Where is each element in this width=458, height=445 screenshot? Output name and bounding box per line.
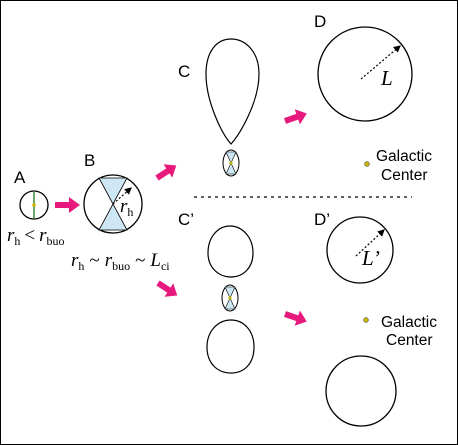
sim-symbol: ~ [135,250,145,271]
label-d-prime: D’ [314,210,330,229]
arrow-b-to-c-prime [156,280,178,297]
arrow-c-prime-to-d-prime [284,310,307,326]
bubble-d-prime-upper [326,216,394,284]
bubble-d [317,26,413,122]
symbol-l: L [149,250,161,271]
svg-text:rh<rbuo: rh<rbuo [7,225,65,248]
subscript-buo: buo [47,234,65,248]
bubble-d-prime-lower [325,355,397,427]
bubble-a [19,190,49,220]
galactic-center-label-line1: Galactic [376,148,432,165]
galactic-center-label-line1: Galactic [381,314,437,331]
label-d: D [314,12,326,31]
arrow-c-to-d [284,109,307,125]
condition-rh-sim-rbuo-sim-lci: rh~rbuo~Lci [71,250,170,273]
sim-symbol: ~ [89,250,99,271]
symbol-r: r [120,196,128,217]
subscript-h: h [78,259,84,273]
symbol-l: L [380,66,393,90]
subscript-buo: buo [112,259,130,273]
bubble-c-prime-upper [207,225,254,278]
svg-text:rh: rh [120,196,133,219]
label-b: B [84,151,95,170]
bubble-c-teardrop [205,38,260,145]
subscript-h: h [127,205,133,219]
subscript-h: h [14,234,20,248]
symbol-l-prime: L’ [361,246,380,270]
radius-arrow-rh [112,187,132,205]
condition-rh-lt-rbuo: rh<rbuo [7,225,65,248]
arrow-a-to-b [55,197,80,213]
source-c-small [222,149,240,177]
symbol-r: r [71,250,79,271]
label-c: C [178,62,190,81]
galactic-center-label-line2: Center [381,167,428,184]
source-c-prime-small [221,284,239,312]
label-c-prime: C’ [178,210,194,229]
subscript-ci: ci [161,259,170,273]
galactic-center-dot [363,317,369,323]
label-a: A [14,168,26,187]
svg-text:rh~rbuo~Lci: rh~rbuo~Lci [71,250,170,273]
galactic-center-label-line2: Center [386,332,433,349]
symbol-r: r [105,250,113,271]
less-than: < [24,225,35,246]
bubble-b [83,174,143,234]
bubble-c-prime-lower [206,319,255,374]
radius-arrow-l [360,45,401,80]
arrow-b-to-c [155,164,177,181]
galactic-center-dot [364,161,370,167]
symbol-r: r [7,225,15,246]
symbol-r: r [39,225,47,246]
